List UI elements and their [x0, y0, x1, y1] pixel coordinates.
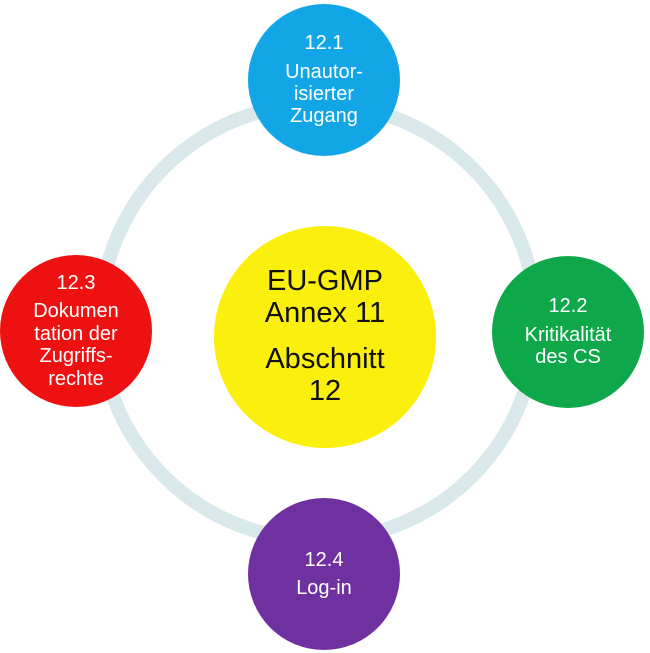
node-12-3-number: 12.3 [56, 272, 96, 295]
center-line-3: Abschnitt [265, 343, 385, 375]
node-12-1-line-3: Zugang [290, 105, 358, 128]
node-12-3: 12.3 Dokumen tation der Zugriffs- rechte [0, 255, 152, 407]
node-12-3-line-4: rechte [48, 367, 104, 390]
center-title: EU-GMP Annex 11 [264, 265, 386, 330]
node-12-2-line-1: Kritikalität [524, 323, 612, 346]
node-12-1-line-1: Unautor- [285, 60, 363, 83]
node-12-3-line-1: Dokumen [33, 300, 119, 323]
node-12-1-number: 12.1 [304, 32, 344, 55]
node-12-2-number: 12.2 [548, 295, 588, 318]
center-line-4: 12 [308, 374, 342, 407]
center-circle: EU-GMP Annex 11 Abschnitt 12 [214, 226, 436, 448]
node-12-1: 12.1 Unautor- isierter Zugang [248, 4, 400, 156]
node-12-3-line-3: Zugriffs- [39, 345, 113, 368]
node-12-3-line-2: tation der [34, 322, 118, 345]
center-line-1: EU-GMP [266, 265, 383, 298]
node-12-4-number: 12.4 [304, 548, 344, 571]
node-12-2: 12.2 Kritikalität des CS [492, 256, 644, 408]
node-12-4-line-1: Log-in [296, 577, 352, 599]
center-line-2: Annex 11 [264, 297, 386, 330]
node-12-2-line-2: des CS [535, 346, 601, 369]
node-12-4: 12.4 Log-in [248, 498, 400, 650]
center-subtitle: Abschnitt 12 [265, 343, 385, 408]
node-12-1-line-2: isierter [293, 83, 354, 105]
